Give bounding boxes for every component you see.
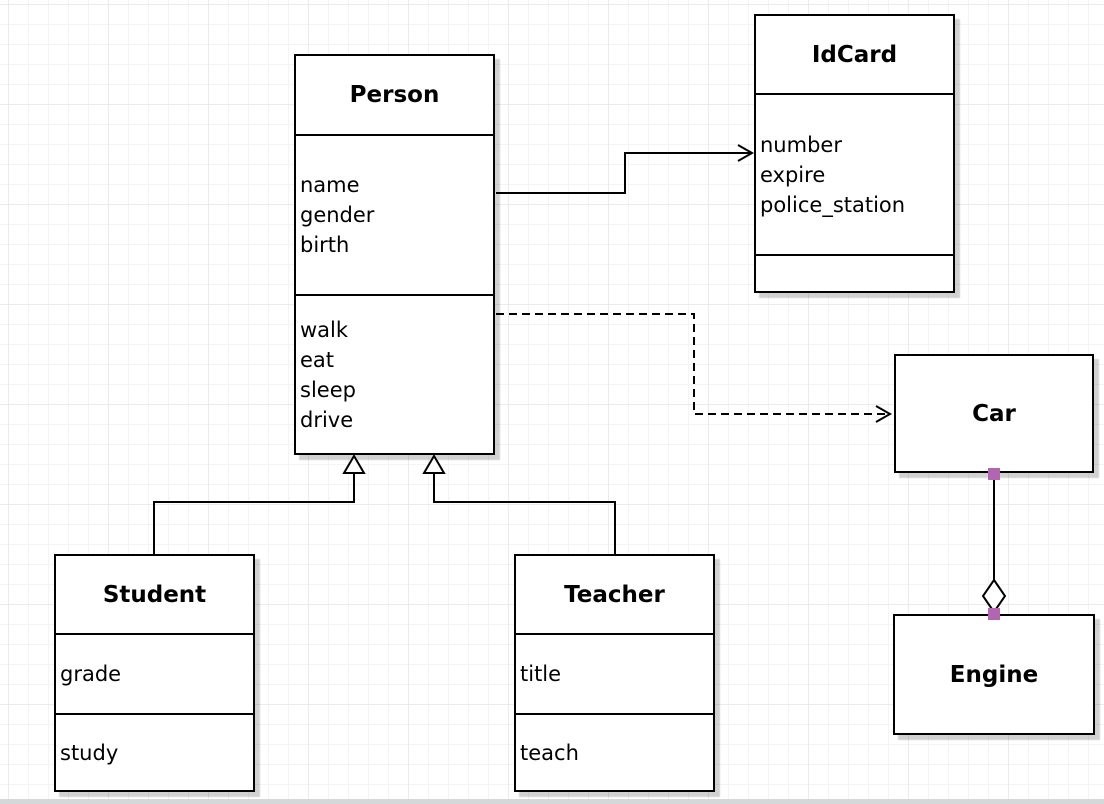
- hollow-triangle-arrowhead-icon: [342, 454, 366, 474]
- method: teach: [520, 740, 579, 765]
- attribute: number: [760, 132, 842, 157]
- class-title: Engine: [949, 661, 1039, 688]
- class-attributes-section: title: [516, 633, 713, 713]
- open-arrowhead-icon: [737, 144, 755, 162]
- class-title: Car: [972, 400, 1016, 427]
- class-attributes-section: name gender birth: [296, 134, 493, 294]
- edge-person-idcard-association[interactable]: [496, 144, 755, 194]
- class-idcard[interactable]: IdCard number expire police_station: [754, 14, 955, 293]
- edge-teacher-person-generalization[interactable]: [422, 454, 616, 554]
- method: study: [60, 740, 119, 765]
- class-methods-section: walk eat sleep drive: [296, 294, 493, 453]
- class-engine[interactable]: Engine: [893, 614, 1095, 735]
- edge-car-engine-aggregation[interactable]: [981, 468, 1007, 620]
- edge-person-car-dependency[interactable]: [496, 313, 893, 423]
- class-attributes-section: grade: [56, 633, 253, 713]
- class-teacher[interactable]: Teacher title teach: [514, 554, 715, 792]
- attribute: name: [300, 173, 360, 197]
- method: eat: [300, 347, 335, 372]
- open-arrowhead-icon: [875, 405, 893, 423]
- attribute: birth: [300, 233, 350, 257]
- class-student[interactable]: Student grade study: [54, 554, 255, 792]
- attribute: grade: [60, 662, 122, 686]
- class-methods-section: teach: [516, 713, 713, 790]
- class-car[interactable]: Car: [894, 354, 1094, 473]
- attribute: expire: [760, 162, 826, 187]
- canvas-bottom-edge: [0, 799, 1104, 804]
- attribute: police_station: [760, 192, 906, 217]
- hollow-triangle-arrowhead-icon: [422, 454, 446, 474]
- class-methods-section-empty: [756, 254, 953, 291]
- method: sleep: [300, 377, 356, 402]
- edge-student-person-generalization[interactable]: [153, 454, 366, 554]
- attribute: title: [520, 662, 562, 686]
- class-attributes-section: number expire police_station: [756, 93, 953, 254]
- method: drive: [300, 407, 354, 432]
- method: walk: [300, 317, 349, 342]
- class-title: Teacher: [564, 581, 665, 608]
- class-title: Student: [102, 581, 207, 608]
- attribute: gender: [300, 203, 375, 227]
- class-methods-section: study: [56, 713, 253, 790]
- class-title: Person: [349, 82, 440, 108]
- class-person[interactable]: Person name gender birth walk eat sleep …: [294, 54, 495, 455]
- class-title: IdCard: [811, 41, 898, 68]
- hollow-diamond-icon: [981, 578, 1007, 614]
